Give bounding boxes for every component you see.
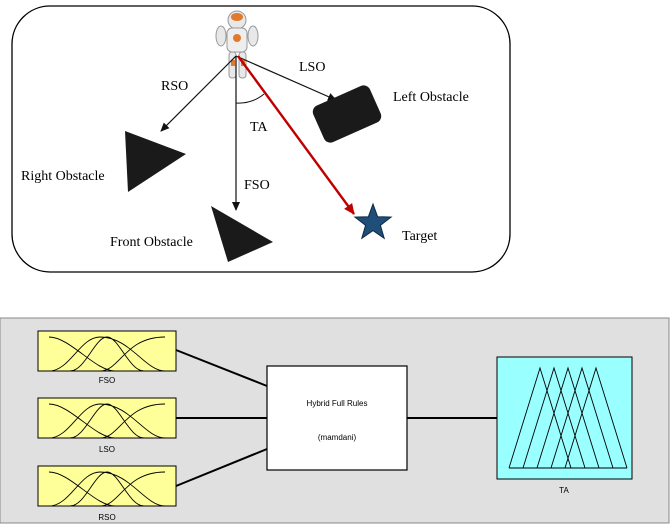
- target-star-icon: [353, 202, 393, 240]
- scene-frame: [11, 5, 511, 273]
- right-obstacle-label: Right Obstacle: [21, 169, 105, 184]
- fso-membership-curves: [48, 336, 166, 372]
- rso-membership-curves: [48, 471, 166, 507]
- fso-label: FSO: [244, 178, 270, 193]
- fso-input-block: FSO: [37, 330, 177, 385]
- rule-block: Hybrid Full Rules (mamdani): [266, 365, 408, 471]
- target-arrow: [237, 55, 355, 215]
- ta-output-block: TA: [496, 356, 633, 495]
- lso-input-block: LSO: [37, 397, 177, 454]
- rso-label: RSO: [161, 79, 188, 94]
- lso-arrow: [235, 55, 337, 101]
- lso-input-label: LSO: [99, 445, 115, 454]
- lso-membership-curves: [48, 403, 166, 439]
- ta-membership-triangles: [508, 366, 628, 469]
- rso-input-label: RSO: [98, 513, 115, 522]
- fso-input-label: FSO: [99, 376, 115, 385]
- lso-label: LSO: [299, 60, 325, 75]
- front-obstacle-shape: [211, 206, 273, 262]
- robot-scene: RSO LSO TA FSO Right Obstacle Left Obsta…: [11, 5, 511, 273]
- front-obstacle-label: Front Obstacle: [110, 235, 193, 250]
- left-obstacle-shape: [312, 85, 382, 143]
- fso-connector: [175, 349, 268, 387]
- ta-label: TA: [250, 120, 268, 135]
- left-obstacle-label: Left Obstacle: [393, 90, 469, 105]
- rso-connector: [175, 448, 268, 487]
- rule-block-subtitle: (mamdani): [318, 433, 357, 442]
- rule-block-title: Hybrid Full Rules: [307, 399, 368, 408]
- ta-angle-arc: [235, 93, 265, 104]
- rso-input-block: RSO: [37, 465, 177, 522]
- rso-arrow: [160, 55, 237, 132]
- fis-diagram: FSO LSO RSO Hybrid Full Rules (mamdani) …: [0, 317, 670, 524]
- ta-output-label: TA: [559, 486, 569, 495]
- right-obstacle-shape: [125, 131, 186, 192]
- target-label: Target: [402, 229, 437, 244]
